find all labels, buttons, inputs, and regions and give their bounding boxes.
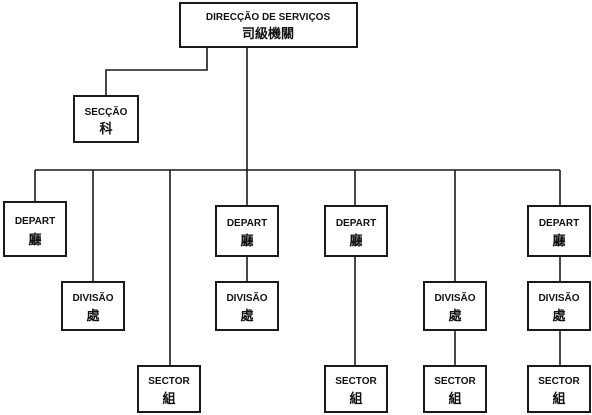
org-box-sector-1-label-zh: 組 [162,391,175,407]
org-box-divisao-1-label-zh: 處 [86,308,100,324]
org-box-depart-1-label: DEPART [15,216,55,227]
org-box-divisao-3-label: DIVISÃO [434,291,475,304]
org-box-sector-3: SECTOR 組 [423,365,487,413]
org-box-sector-4: SECTOR 組 [527,365,591,413]
org-box-divisao-2-label: DIVISÃO [226,291,267,304]
org-box-top-label: DIRECÇÃO DE SERVIÇOS [206,10,331,23]
org-box-divisao-2-label-zh: 處 [240,308,254,324]
org-box-sector-3-label: SECTOR [434,376,476,387]
org-box-depart-4-label-zh: 廳 [552,233,565,249]
org-box-sector-1-label: SECTOR [148,376,190,387]
org-box-sector-2: SECTOR 組 [324,365,388,413]
org-box-section-label: SECÇÃO [85,105,128,118]
org-box-divisao-3-label-zh: 處 [448,308,462,324]
org-box-depart-3-label-zh: 廳 [349,233,362,249]
org-box-divisao-3: DIVISÃO 處 [423,281,487,331]
org-box-depart-1-label-zh: 廳 [28,232,41,248]
org-box-divisao-4: DIVISÃO 處 [527,281,591,331]
org-box-sector-3-label-zh: 組 [448,391,461,407]
org-box-depart-4-label: DEPART [539,218,579,229]
org-box-sector-1: SECTOR 組 [137,365,201,413]
connector-lines [34,47,561,366]
org-box-divisao-1-label: DIVISÃO [72,291,113,304]
connector-top-to-section [105,47,208,96]
org-box-depart-4: DEPART 廳 [527,205,591,257]
org-box-sector-4-label: SECTOR [538,376,580,387]
org-box-depart-3: DEPART 廳 [324,205,388,257]
org-box-depart-1: DEPART 廳 [3,201,67,257]
org-box-top-label-zh: 司級機關 [242,26,294,42]
org-box-sector-4-label-zh: 組 [552,391,565,407]
org-box-divisao-4-label-zh: 處 [552,308,566,324]
org-box-divisao-4-label: DIVISÃO [538,291,579,304]
org-box-depart-3-label: DEPART [336,218,376,229]
org-box-top: DIRECÇÃO DE SERVIÇOS 司級機關 [179,2,358,48]
org-box-sector-2-label: SECTOR [335,376,377,387]
org-box-depart-2-label: DEPART [227,218,267,229]
org-box-depart-2-label-zh: 廳 [240,233,253,249]
org-box-section-label-zh: 科 [99,121,112,137]
org-box-sector-2-label-zh: 組 [349,391,362,407]
org-box-divisao-1: DIVISÃO 處 [61,281,125,331]
org-box-depart-2: DEPART 廳 [215,205,279,257]
org-box-divisao-2: DIVISÃO 處 [215,281,279,331]
org-box-section: SECÇÃO 科 [73,95,139,143]
